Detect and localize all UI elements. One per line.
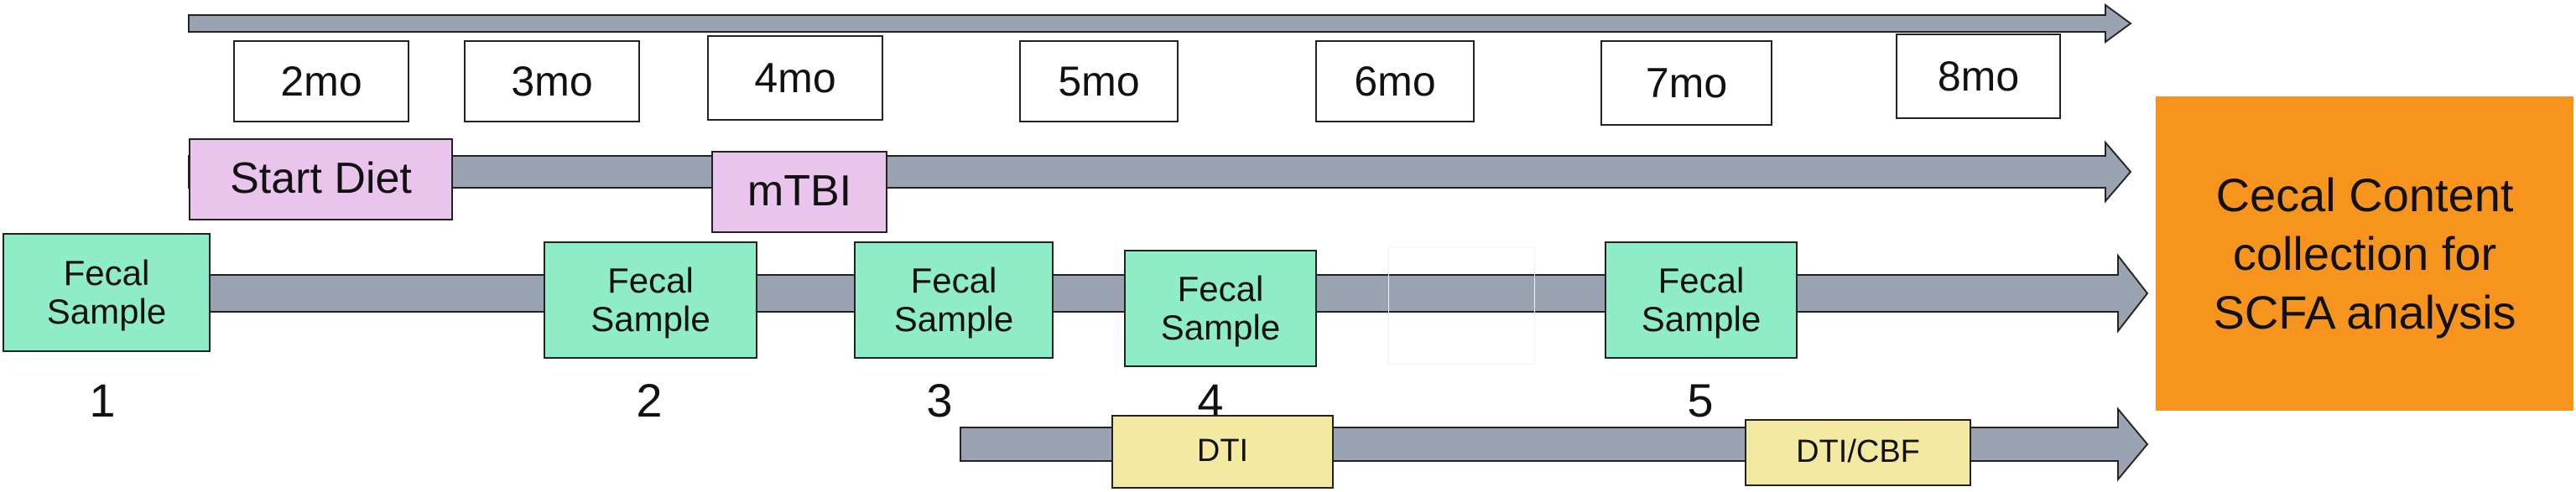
dti-box: DTI [1111,415,1334,489]
month-box-8mo: 8mo [1896,34,2061,119]
fecal-sample-label-line1: Fecal [1657,260,1745,300]
months-arrow [188,3,2132,44]
fecal-sample-box-2: Fecal Sample [544,241,757,359]
outcome-line-1: Cecal Content [2215,168,2514,221]
month-box-7mo: 7mo [1600,40,1772,126]
sample-number-5: 5 [1687,374,1714,427]
month-box-2mo: 2mo [233,40,409,122]
fecal-sample-label-line1: Fecal [607,260,694,300]
fecal-sample-label-line1: Fecal [63,252,150,293]
fecal-sample-label-line2: Sample [1641,299,1762,339]
sample-number-2: 2 [636,374,663,427]
fecal-sample-label-line2: Sample [591,299,710,339]
fecal-sample-box-1: Fecal Sample [3,233,211,352]
diet-arrow [188,140,2132,204]
fecal-sample-label-line2: Sample [46,292,167,331]
faded-box [1388,247,1535,365]
fecal-sample-label-line2: Sample [893,299,1014,339]
month-box-4mo: 4mo [707,35,883,121]
outcome-line-2: collection for [2232,226,2497,280]
outcome-line-3: SCFA analysis [2213,285,2516,339]
dti-cbf-box: DTI/CBF [1745,419,1971,486]
month-box-5mo: 5mo [1019,40,1179,122]
fecal-sample-box-3: Fecal Sample [854,241,1054,359]
fecal-sample-label-line1: Fecal [910,260,997,300]
fecal-sample-box-4: Fecal Sample [1124,250,1317,367]
start-diet-box: Start Diet [189,138,453,220]
mtbi-box: mTBI [711,151,887,233]
month-box-3mo: 3mo [464,40,640,122]
sample-number-3: 3 [926,374,953,427]
fecal-sample-label-line2: Sample [1160,308,1281,347]
sample-number-1: 1 [89,374,116,427]
fecal-sample-box-5: Fecal Sample [1605,241,1798,359]
month-box-6mo: 6mo [1315,40,1475,122]
outcome-box: Cecal Content collection for SCFA analys… [2156,96,2573,411]
fecal-sample-label-line1: Fecal [1177,268,1264,308]
